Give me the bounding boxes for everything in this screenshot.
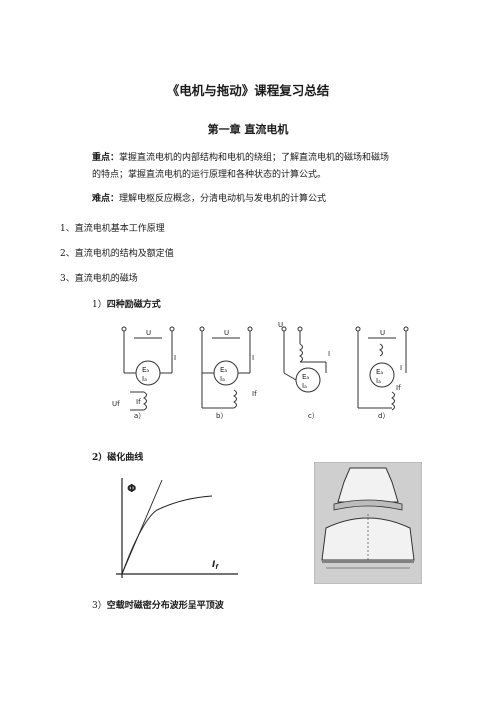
terminal xyxy=(355,326,361,332)
label-If-b: If xyxy=(252,390,257,398)
label-Ia-b: Iₐ xyxy=(220,375,225,383)
label-Ia-a: Iₐ xyxy=(142,375,147,383)
x-axis-label: If xyxy=(212,560,219,571)
terminal xyxy=(297,326,303,332)
circuit-b xyxy=(199,326,253,409)
subsection-1-heading: 1）四种励磁方式 xyxy=(92,297,161,310)
difficulties-paragraph: 难点：理解电枢反应概念，分清电动机与发电机的计算公式 xyxy=(92,191,326,208)
magnetization-curve-figure: Φ If xyxy=(116,478,238,578)
subsection-3-number: 3） xyxy=(92,601,107,611)
label-Ia-c: Iₐ xyxy=(302,382,307,390)
subsection-3-text: 空载时磁密分布波形呈平顶波 xyxy=(106,601,224,611)
subsection-2-number: 2） xyxy=(92,453,108,463)
label-Uf-a: Uf xyxy=(112,400,120,408)
label-Ea-a: Eₐ xyxy=(142,366,149,374)
key-points-line1: 掌握直流电机的内部结构和电机的绕组；了解直流电机的磁场和磁场 xyxy=(119,153,390,163)
series-field-winding xyxy=(379,343,383,357)
armature-symbol xyxy=(213,360,239,386)
label-Ia-d: Iₐ xyxy=(376,377,381,385)
document-title: 《电机与拖动》课程复习总结 xyxy=(166,83,330,98)
key-points-line2: 的特点；掌握直流电机的运行原理和各种状态的计算公式。 xyxy=(92,170,327,180)
label-Ea-c: Eₐ xyxy=(302,373,309,381)
caption-c: c） xyxy=(308,412,319,420)
terminal xyxy=(169,326,175,332)
terminal xyxy=(403,326,409,332)
subsection-1-number: 1） xyxy=(92,300,107,310)
subsection-3-heading: 3）空载时磁密分布波形呈平顶波 xyxy=(92,598,224,611)
label-I-b: I xyxy=(252,354,254,362)
circuit-a xyxy=(121,326,175,411)
list-item-1: 1、直流电机基本工作原理 xyxy=(60,224,165,234)
shunt-field-winding xyxy=(391,391,395,411)
y-axis-label: Φ xyxy=(127,482,136,495)
terminal xyxy=(199,326,205,332)
armature-symbol xyxy=(369,362,395,388)
label-I-c: I xyxy=(328,350,330,358)
terminal xyxy=(121,326,127,332)
label-U-a: U xyxy=(146,329,151,337)
field-winding xyxy=(299,343,303,363)
label-Ea-b: Eₐ xyxy=(220,366,227,374)
subsection-1-text: 四种励磁方式 xyxy=(106,300,161,310)
difficulties-label: 难点： xyxy=(92,194,120,204)
circuit-c xyxy=(281,326,327,393)
wire xyxy=(283,372,297,381)
terminal xyxy=(247,326,253,332)
label-I-a: I xyxy=(174,354,176,362)
magnetization-curve xyxy=(121,495,213,575)
pole-body xyxy=(337,467,399,503)
list-item-2: 2、直流电机的结构及额定值 xyxy=(60,249,174,259)
key-points-paragraph: 重点：掌握直流电机的内部结构和电机的绕组；了解直流电机的磁场和磁场 的特点；掌握… xyxy=(92,150,389,184)
label-U-b: U xyxy=(224,329,229,337)
subsection-2-text: 磁化曲线 xyxy=(107,453,144,463)
field-winding xyxy=(143,391,147,411)
key-points-label: 重点： xyxy=(92,153,120,163)
x-axis-label-main: I xyxy=(212,560,216,570)
label-If-d: If xyxy=(396,384,401,392)
excitation-methods-figure: U Eₐ Iₐ I If Uf U Eₐ Iₐ I If U Eₐ Iₐ I U… xyxy=(112,321,409,420)
armature-symbol xyxy=(135,360,161,386)
label-U-d: U xyxy=(380,329,385,337)
circuit-d xyxy=(355,326,409,411)
label-Ea-d: Eₐ xyxy=(376,368,383,376)
list-item-3: 3、直流电机的磁场 xyxy=(60,274,138,284)
chapter-title: 第一章 直流电机 xyxy=(207,123,289,136)
caption-d: d） xyxy=(378,412,389,420)
field-winding xyxy=(233,389,237,409)
pole-shoe xyxy=(333,499,403,511)
x-axis-label-sub: f xyxy=(215,564,219,571)
label-I-d: I xyxy=(400,364,402,372)
difficulties-text: 理解电枢反应概念，分清电动机与发电机的计算公式 xyxy=(119,194,327,204)
caption-a: a） xyxy=(134,412,145,420)
label-If-a: If xyxy=(136,398,141,406)
air-gap-line xyxy=(121,479,163,575)
subsection-2-heading: 2）磁化曲线 xyxy=(92,450,143,463)
caption-b: b） xyxy=(216,412,227,420)
pole-airgap-figure xyxy=(314,462,422,584)
label-U-c: U xyxy=(278,321,283,329)
